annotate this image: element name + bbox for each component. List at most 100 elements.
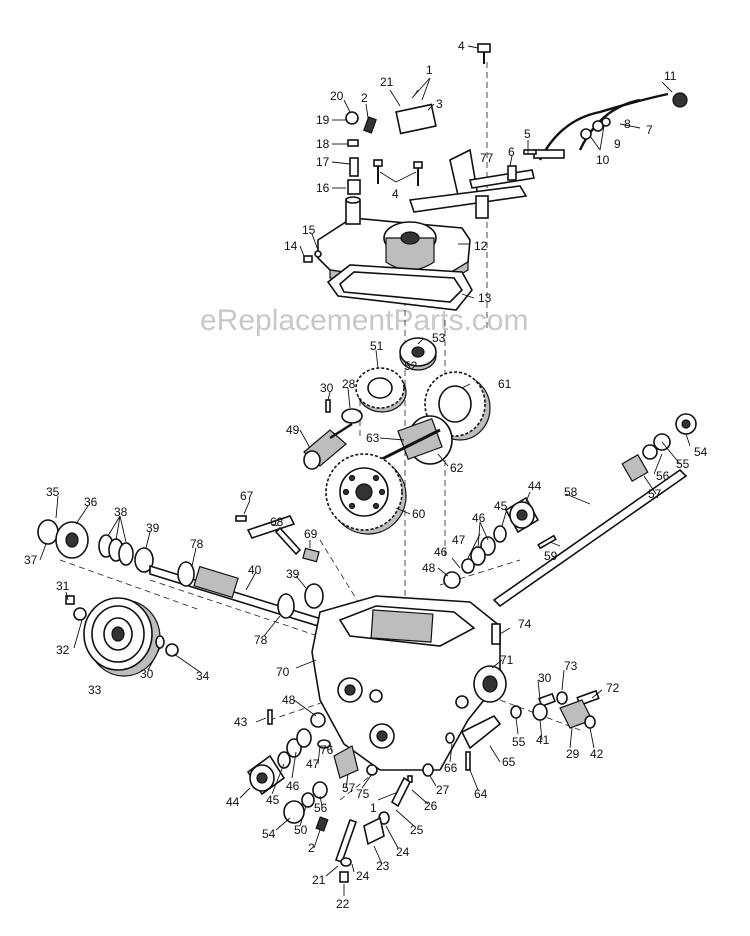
callout-label: 33 [88,683,102,697]
callout-label: 57 [648,487,662,501]
callout-label: 2 [308,841,315,855]
callout-label: 52 [404,359,418,373]
callout-label: 23 [376,859,390,873]
callout-label: 21 [312,873,326,887]
callout-label: 24 [356,869,370,883]
callout-label: 18 [316,137,330,151]
callout-label: 57 [342,781,356,795]
callout-label: 26 [424,799,438,813]
callout-label: 48 [282,693,296,707]
callout-label: 20 [330,89,344,103]
callout-label: 56 [314,801,328,815]
callout-label: 73 [564,659,578,673]
callout-label: 70 [276,665,290,679]
callout-label: 40 [248,563,262,577]
callout-label: 55 [676,457,690,471]
callout-label: 7 [646,123,653,137]
callout-label: 74 [518,617,532,631]
callout-label: 75 [356,787,370,801]
bearing-stack-right [443,496,540,589]
callout-label: 25 [410,823,424,837]
callout-label: 45 [266,793,280,807]
callout-label: 17 [316,155,330,169]
callout-label: 14 [284,239,298,253]
callout-label: 35 [46,485,60,499]
main-shaft [492,413,697,608]
callout-label: 31 [56,579,70,593]
callout-label: 44 [528,479,542,493]
gear-cover-assembly [317,196,473,311]
callout-label: 32 [56,643,70,657]
callout-label: 63 [366,431,380,445]
callout-label: 58 [564,485,578,499]
callout-label: 30 [140,667,154,681]
callout-labels: 1 2 3 4 4 5 6 7 8 9 10 11 12 13 14 15 16… [24,39,708,911]
callout-label: 13 [478,291,492,305]
callout-label: 62 [450,461,464,475]
callout-label: 55 [512,735,526,749]
callout-label: 2 [361,91,368,105]
callout-label: 1 [370,801,377,815]
callout-label: 21 [380,75,394,89]
callout-label: 46 [286,779,300,793]
callout-label: 39 [286,567,300,581]
callout-label: 28 [342,377,356,391]
callout-label: 60 [412,507,426,521]
callout-label: 1 [426,63,433,77]
callout-label: 29 [566,747,580,761]
callout-label: 16 [316,181,330,195]
callout-label: 78 [190,537,204,551]
callout-label: 10 [596,153,610,167]
gear-cluster [303,337,491,535]
callout-label: 56 [656,469,670,483]
watermark-text: eReplacementParts.com [200,304,528,337]
top-hardware [303,43,537,263]
callout-label: 4 [392,187,399,201]
callout-label: 51 [370,339,384,353]
callout-label: 37 [24,553,38,567]
callout-label: 46 [434,545,448,559]
right-output-parts [445,689,600,771]
callout-label: 45 [494,499,508,513]
pulley [65,595,179,677]
callout-label: 44 [226,795,240,809]
callout-label: 34 [196,669,210,683]
bearing-stack-left [246,709,331,796]
callout-label: 6 [508,145,515,159]
shift-rod [235,515,320,563]
callout-label: 46 [472,511,486,525]
callout-label: 53 [432,331,446,345]
callout-label: 78 [254,633,268,647]
callout-label: 30 [538,671,552,685]
callout-label: 54 [262,827,276,841]
callout-label: 68 [270,515,284,529]
callout-label: 61 [498,377,512,391]
callout-label: 24 [396,845,410,859]
callout-label: 59 [544,549,558,563]
callout-label: 65 [502,755,516,769]
callout-label: 11 [664,69,677,83]
callout-label: 67 [240,489,254,503]
callout-label: 15 [302,223,316,237]
callout-label: 41 [536,733,550,747]
callout-label: 77 [480,151,494,165]
callout-label: 49 [286,423,300,437]
callout-label: 39 [146,521,160,535]
callout-label: 69 [304,527,318,541]
callout-label: 9 [614,137,621,151]
callout-label: 76 [320,743,334,757]
callout-label: 38 [114,505,128,519]
shift-bracket [408,148,535,219]
callout-label: 22 [336,897,350,911]
callout-label: 36 [84,495,98,509]
transmission-housing [311,595,507,771]
callout-label: 12 [474,239,488,253]
lower-hardware [283,745,434,883]
callout-label: 4 [458,39,465,53]
worm-shaft-assembly [37,519,345,636]
callout-label: 48 [422,561,436,575]
callout-label: 42 [590,747,604,761]
callout-label: 5 [524,127,531,141]
callout-label: 47 [306,757,320,771]
callout-label: 50 [294,823,308,837]
